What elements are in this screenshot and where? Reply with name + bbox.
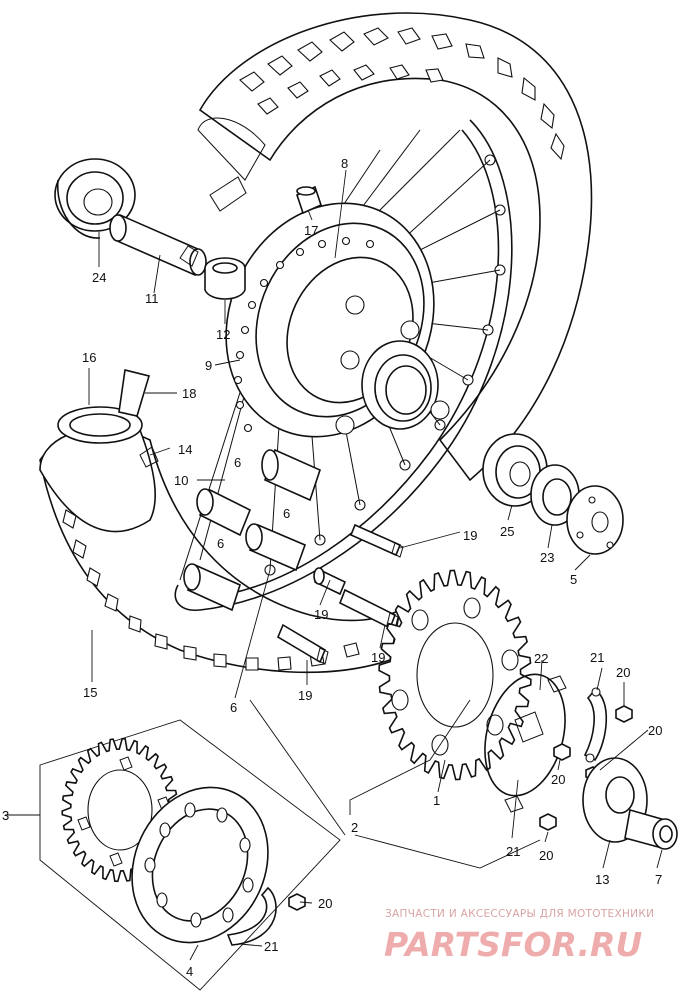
callout-7: 7 (655, 872, 662, 887)
callout-19: 19 (298, 688, 312, 703)
callout-20: 20 (539, 848, 553, 863)
callout-11: 11 (145, 291, 159, 306)
callout-21: 21 (590, 650, 604, 665)
callout-labels: 1 2 3 4 5 6 6 6 6 7 8 9 10 11 12 13 14 1… (2, 156, 662, 979)
leader-lines (5, 169, 663, 961)
watermark: ЗАПЧАСТИ И АКСЕССУАРЫ ДЛЯ МОТОТЕХНИКИ PA… (384, 908, 654, 964)
callout-4: 4 (186, 964, 193, 979)
watermark-tagline: ЗАПЧАСТИ И АКСЕССУАРЫ ДЛЯ МОТОТЕХНИКИ (385, 908, 654, 920)
stud-bolt (276, 623, 329, 665)
callout-16: 16 (82, 350, 96, 365)
callout-18: 18 (182, 386, 196, 401)
callout-19: 19 (371, 650, 385, 665)
tread-pattern (56, 27, 565, 671)
callout-21: 21 (506, 844, 520, 859)
hub-flange-holes (233, 236, 375, 433)
callout-13: 13 (595, 872, 609, 887)
callout-20: 20 (551, 772, 565, 787)
callout-6: 6 (217, 536, 224, 551)
callout-6: 6 (230, 700, 237, 715)
damper-rubbers (183, 448, 321, 612)
valve-nut-17 (296, 185, 322, 215)
callout-8: 8 (341, 156, 348, 171)
damper-rubber (196, 488, 252, 537)
callout-15: 15 (83, 685, 97, 700)
callout-19: 19 (463, 528, 477, 543)
callout-1: 1 (433, 793, 440, 808)
watermark-logo: PARTSFOR.RU (384, 925, 642, 964)
callout-25: 25 (500, 524, 514, 539)
callout-20: 20 (648, 723, 662, 738)
callout-22: 22 (534, 651, 548, 666)
stud-bolt (349, 523, 404, 558)
callout-6: 6 (234, 455, 241, 470)
inset-alternate-parts (39, 719, 341, 991)
spacer-12 (204, 257, 246, 300)
stud-bolt (313, 567, 347, 596)
lock-washer-21-right (583, 687, 608, 763)
callout-14: 14 (178, 442, 192, 457)
callout-10: 10 (174, 473, 188, 488)
callout-17: 17 (304, 223, 318, 238)
distance-collar-11 (109, 213, 207, 277)
callout-19: 19 (314, 607, 328, 622)
callout-6: 6 (283, 506, 290, 521)
callout-23: 23 (540, 550, 554, 565)
callout-3: 3 (2, 808, 9, 823)
callout-24: 24 (92, 270, 106, 285)
callout-20: 20 (616, 665, 630, 680)
damper-rubber (245, 523, 307, 572)
final-driven-sprocket (378, 569, 532, 781)
bearing-24 (54, 158, 136, 239)
callout-2: 2 (351, 820, 358, 835)
inner-tube (39, 369, 159, 533)
callout-20: 20 (318, 896, 332, 911)
collar-7 (624, 808, 678, 850)
damper-rubber (261, 448, 321, 502)
callout-5: 5 (570, 572, 577, 587)
hub (225, 202, 450, 438)
side-collar-5 (566, 485, 624, 555)
damper-rubber (183, 563, 241, 612)
stud-bolts (276, 523, 404, 665)
callout-9: 9 (205, 358, 212, 373)
callout-21: 21 (264, 939, 278, 954)
callout-12: 12 (216, 327, 230, 342)
